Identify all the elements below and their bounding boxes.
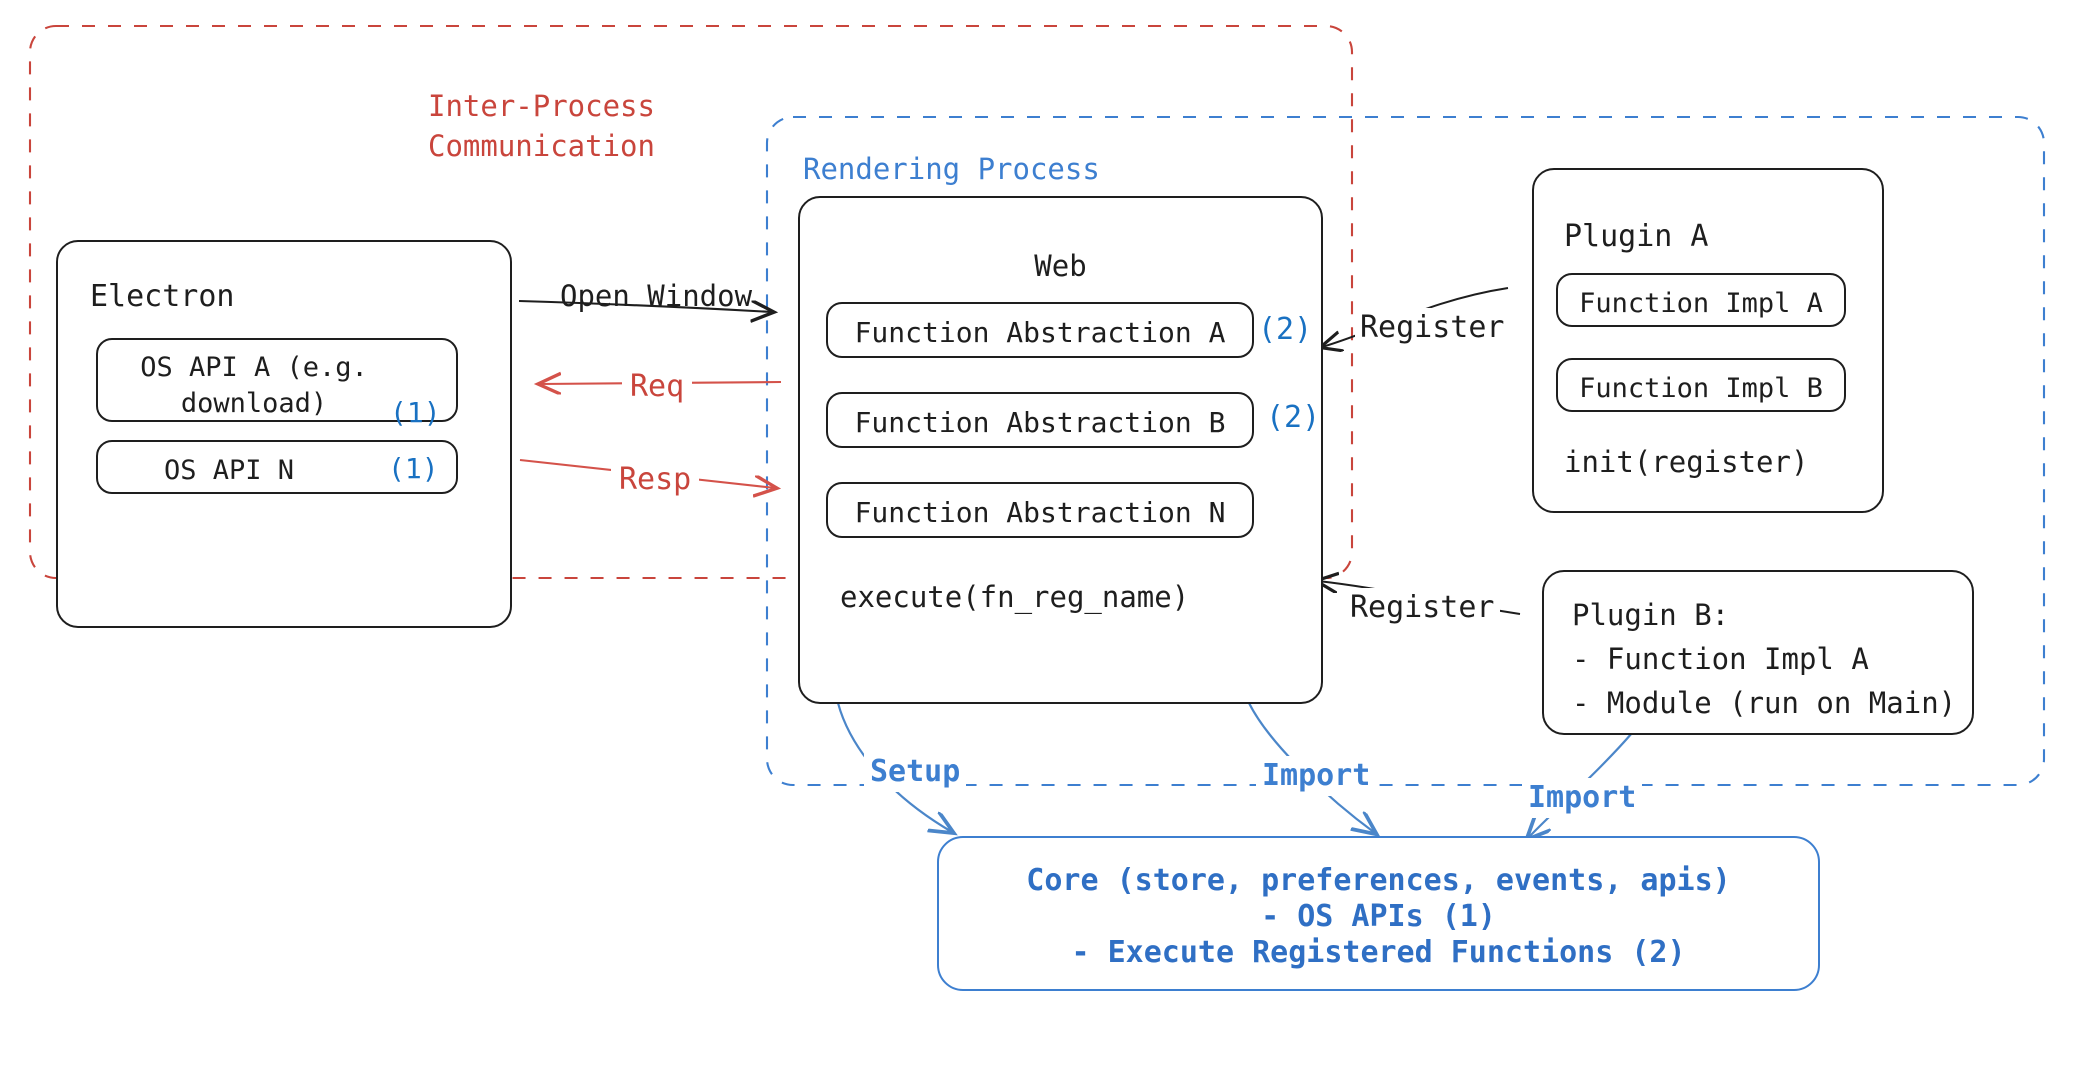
register-plugin-b-label: Register: [1345, 588, 1500, 628]
ipc-region-label: Inter-Process Communication: [428, 89, 655, 164]
os-api-n-marker: (1): [388, 452, 439, 485]
os-api-a-box[interactable]: [96, 338, 458, 422]
os-api-a-label: OS API A (e.g. download): [140, 352, 368, 420]
electron-title: Electron: [90, 279, 235, 314]
setup-label: Setup: [864, 752, 967, 792]
plugin-a-box[interactable]: [1532, 168, 1884, 513]
register-plugin-a-label: Register: [1355, 308, 1510, 348]
function-impl-a-label: Function Impl A: [1579, 288, 1823, 319]
function-impl-b-box[interactable]: [1556, 358, 1846, 412]
function-abstraction-a-box[interactable]: [826, 302, 1254, 358]
function-abstraction-b-box[interactable]: [826, 392, 1254, 448]
plugin-b-title: Plugin B:: [1572, 598, 1730, 632]
req-label: Req: [622, 367, 693, 407]
electron-box[interactable]: [56, 240, 512, 628]
function-abstraction-b-label: Function Abstraction B: [854, 406, 1226, 439]
import-web-label: Import: [1256, 756, 1377, 796]
plugin-a-title: Plugin A: [1564, 219, 1709, 254]
os-api-n-box[interactable]: [96, 440, 458, 494]
core-line-2: - Execute Registered Functions (2): [1071, 935, 1686, 970]
web-execute-label: execute(fn_reg_name): [840, 580, 1190, 614]
plugin-b-item-0: - Function Impl A: [1572, 642, 1869, 676]
function-abstraction-n-label: Function Abstraction N: [854, 496, 1226, 529]
import-plugin-b-label: Import: [1522, 778, 1643, 818]
web-title: Web: [1034, 249, 1087, 283]
web-box[interactable]: [798, 196, 1323, 704]
function-impl-a-box[interactable]: [1556, 273, 1846, 327]
open-window-label: Open Window: [560, 279, 753, 313]
function-impl-b-label: Function Impl B: [1579, 373, 1823, 404]
core-box[interactable]: [937, 836, 1820, 991]
core-line-1: - OS APIs (1): [1261, 899, 1496, 934]
os-api-n-label: OS API N: [163, 455, 295, 486]
resp-label: Resp: [611, 460, 700, 500]
function-abstraction-b-marker: (2): [1266, 400, 1321, 435]
plugin-b-box[interactable]: [1542, 570, 1974, 735]
rendering-region-label: Rendering Process: [803, 152, 1100, 186]
function-abstraction-a-label: Function Abstraction A: [854, 316, 1226, 349]
function-abstraction-n-box[interactable]: [826, 482, 1254, 538]
function-abstraction-a-marker: (2): [1258, 312, 1313, 347]
plugin-a-init-label: init(register): [1564, 445, 1809, 479]
plugin-b-item-1: - Module (run on Main): [1572, 686, 1957, 720]
core-line-0: Core (store, preferences, events, apis): [1026, 863, 1731, 898]
os-api-a-marker: (1): [390, 396, 441, 429]
